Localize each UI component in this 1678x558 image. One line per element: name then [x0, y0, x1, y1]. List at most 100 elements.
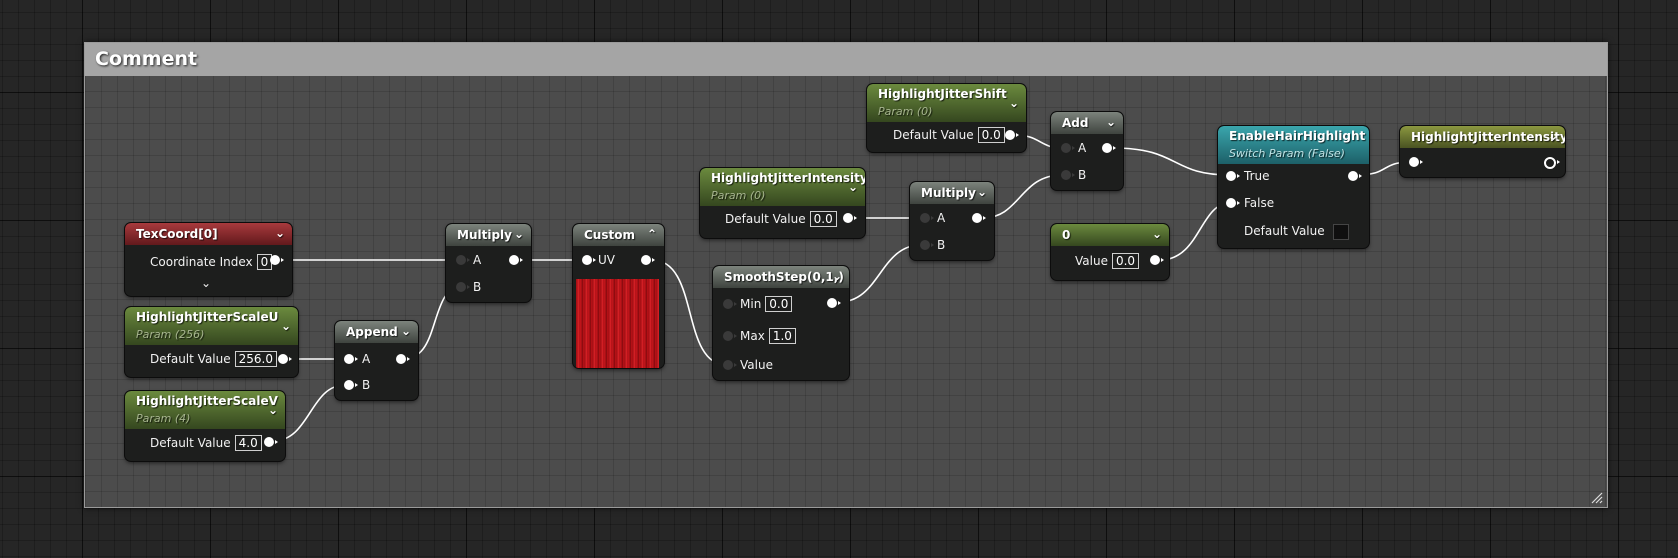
node-header: Append ⌄ [335, 321, 418, 343]
input-pin-a[interactable] [1061, 143, 1075, 153]
node-scaleV[interactable]: HighlightJitterScaleV Param (4) ⌄ Defaul… [125, 391, 285, 461]
chevron-down-icon[interactable]: ⌄ [831, 269, 843, 283]
resize-grip-icon[interactable] [1591, 492, 1603, 504]
input-pin-uv[interactable] [582, 255, 596, 265]
input-pin-true[interactable] [1226, 171, 1240, 181]
chevron-up-icon[interactable]: ⌃ [646, 227, 658, 241]
output-pin[interactable] [278, 354, 292, 364]
node-custom[interactable]: Custom ⌃ UV [573, 224, 664, 368]
output-pin[interactable] [396, 354, 410, 364]
node-shift-param[interactable]: HighlightJitterShift Param (0) ⌄ Default… [867, 84, 1026, 152]
output-pin[interactable] [827, 298, 841, 308]
input-pin-b[interactable] [920, 240, 934, 250]
output-pin[interactable] [1150, 255, 1164, 265]
output-pin[interactable] [1544, 157, 1560, 169]
node-header: Multiply ⌄ [446, 224, 531, 246]
pin-label: A [473, 253, 482, 267]
node-title: Add [1062, 116, 1089, 130]
value-field[interactable]: 256.0 [234, 351, 277, 367]
output-pin[interactable] [972, 213, 986, 223]
chevron-down-icon[interactable]: ⌄ [267, 403, 279, 417]
input-pin-b[interactable] [1061, 170, 1075, 180]
input-pin-false[interactable] [1226, 198, 1240, 208]
chevron-down-icon[interactable]: ⌄ [274, 226, 286, 240]
node-title: Append [346, 325, 398, 339]
node-multiply-1[interactable]: Multiply ⌄ A B [446, 224, 531, 302]
param-label: Default Value [893, 128, 974, 142]
input-pin-b[interactable] [344, 380, 358, 390]
input-pin-b[interactable] [456, 282, 470, 292]
chevron-down-icon[interactable]: ⌄ [976, 185, 988, 199]
chevron-down-icon[interactable]: ⌄ [513, 227, 525, 241]
node-add[interactable]: Add ⌄ A B [1051, 112, 1123, 190]
pin-label: B [473, 280, 482, 294]
param-label: Default Value [1244, 224, 1325, 238]
node-title: HighlightJitterShift [878, 87, 1007, 101]
chevron-down-icon[interactable]: ⌄ [847, 180, 859, 194]
node-switch-param[interactable]: EnableHairHighlight Switch Param (False)… [1218, 126, 1369, 248]
input-pin-a[interactable] [456, 255, 470, 265]
value-field[interactable]: 0.0 [809, 211, 837, 227]
chevron-down-icon[interactable]: ⌄ [400, 324, 412, 338]
output-pin[interactable] [509, 255, 523, 265]
value-field[interactable]: 1.0 [768, 328, 796, 344]
node-title: Multiply [921, 186, 976, 200]
output-pin[interactable] [1005, 130, 1019, 140]
chevron-down-icon[interactable]: ⌄ [1151, 227, 1163, 241]
chevron-down-icon[interactable]: ⌄ [1547, 129, 1559, 143]
node-subtitle: Param (256) [136, 328, 205, 341]
node-scaleU[interactable]: HighlightJitterScaleU Param (256) ⌄ Defa… [125, 307, 298, 377]
pin-label: A [1078, 141, 1087, 155]
expand-chevron-icon[interactable]: ⌄ [201, 276, 212, 290]
node-output-param[interactable]: HighlightJitterIntensity ⌄ [1400, 126, 1565, 177]
node-title: EnableHairHighlight [1229, 129, 1366, 143]
value-field[interactable]: 0.0 [1111, 253, 1140, 269]
value-field[interactable]: 4.0 [234, 435, 262, 451]
node-title: Multiply [457, 228, 512, 242]
node-multiply-2[interactable]: Multiply ⌄ A B [910, 182, 994, 260]
value-field[interactable]: 0.0 [977, 127, 1005, 143]
preview-thumbnail [576, 279, 659, 368]
node-subtitle: Switch Param (False) [1229, 147, 1345, 160]
node-intensity-param[interactable]: HighlightJitterIntensity Param (0) ⌄ Def… [700, 168, 865, 238]
node-header: SmoothStep(0,1,) ⌄ [713, 266, 849, 288]
pin-label: False [1244, 196, 1275, 210]
param-label: Default Value [150, 352, 231, 366]
node-title: SmoothStep(0,1,) [724, 270, 844, 284]
node-header: HighlightJitterIntensity ⌄ [1400, 126, 1565, 148]
output-pin[interactable] [264, 437, 278, 447]
input-pin[interactable] [1409, 157, 1423, 167]
chevron-down-icon[interactable]: ⌄ [280, 319, 292, 333]
comment-title[interactable]: Comment [85, 43, 1607, 76]
chevron-down-icon[interactable]: ⌄ [1105, 115, 1117, 129]
input-pin-max[interactable] [723, 331, 737, 341]
output-pin[interactable] [1348, 171, 1362, 181]
output-pin[interactable] [1102, 143, 1116, 153]
node-append[interactable]: Append ⌄ A B [335, 321, 418, 400]
input-pin-value[interactable] [723, 360, 737, 370]
input-pin-a[interactable] [920, 213, 934, 223]
pin-label: B [1078, 168, 1087, 182]
output-pin[interactable] [270, 255, 284, 265]
output-pin[interactable] [843, 213, 857, 223]
node-title: Custom [584, 228, 635, 242]
input-pin-a[interactable] [344, 354, 358, 364]
checkbox[interactable] [1332, 223, 1349, 240]
node-header: Add ⌄ [1051, 112, 1123, 134]
value-field[interactable]: 0.0 [765, 296, 793, 312]
node-title: HighlightJitterScaleV [136, 394, 278, 408]
chevron-down-icon[interactable]: ⌄ [1008, 96, 1020, 110]
pin-label: Value [740, 358, 773, 372]
pin-label: B [362, 378, 371, 392]
output-pin[interactable] [641, 255, 655, 265]
input-pin-min[interactable] [723, 299, 737, 309]
